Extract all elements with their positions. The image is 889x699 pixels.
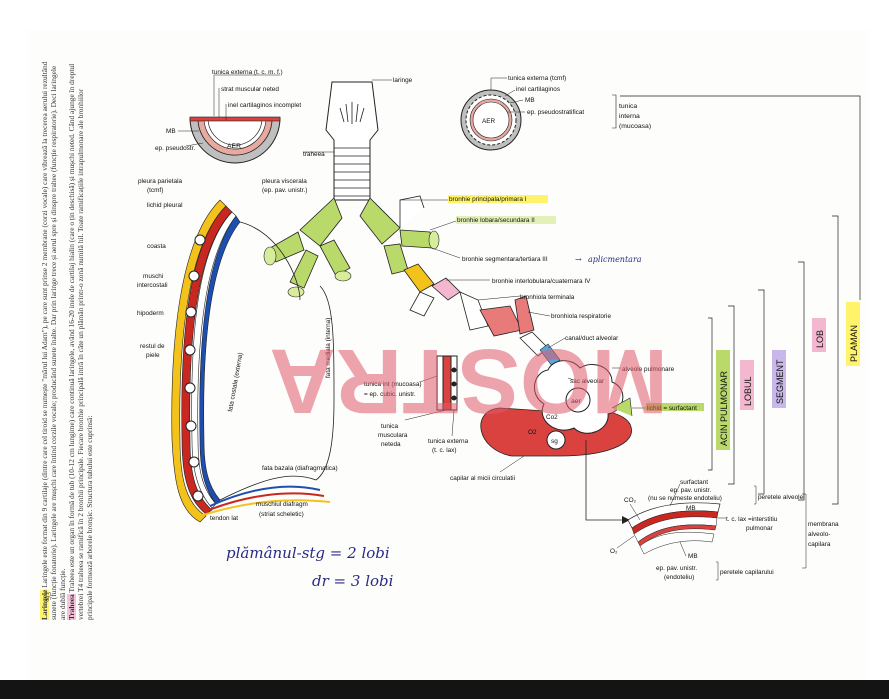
terminal-bronchiole-label: bronhiola terminala xyxy=(520,294,575,301)
trachea-smooth-muscle-label: strat muscular neted xyxy=(221,86,279,93)
visceral-pleura-label-2: (ep. pav. unistr.) xyxy=(262,187,307,194)
bronchiole-muscular-label-1: tunica xyxy=(381,423,398,430)
basal-face-label: fata bazala (diafragmatica) xyxy=(262,465,338,472)
watermark-text: MOSTRA xyxy=(269,330,668,432)
visceral-pleura-label-1: pleura viscerala xyxy=(262,178,307,185)
rest-skin-label-1: restul de xyxy=(140,343,165,350)
trachea-tunica-externa-label: tunica externa (t. c. m. f.) xyxy=(212,69,283,76)
trachea-epithelium-label: ep. pseudostr. xyxy=(155,145,195,152)
alveolus-co2-label: Co2 xyxy=(546,414,558,421)
bronchiole-muscular-label-3: neteda xyxy=(381,441,401,448)
handnote-line-2: dr = 3 lobi xyxy=(312,572,394,590)
pleura-layers: pleura parietala (tcmf) lichid pleural p… xyxy=(137,178,338,523)
membrane-co2-label: CO₂ xyxy=(624,497,637,504)
bronchiole-wall-detail: tunica int (mucoasa) = ep. cubic. unistr… xyxy=(364,355,469,454)
alveolar-sac-label: sac alveolar xyxy=(570,378,605,385)
costal-face-label: fata costala (externa) xyxy=(227,352,244,412)
airway-labels: bronhie principala/primara I bronhie lob… xyxy=(400,195,704,482)
bronchus-cartilage-label: inel cartilaginos xyxy=(516,86,560,93)
lung-label: PLAMAN xyxy=(849,325,859,362)
lobe-label: LOB xyxy=(815,330,825,348)
interlobular-bronchus-label: bronhie interlobulara/cuaternara IV xyxy=(492,278,591,285)
alveolo-capillary-membrane-label-1: membrana xyxy=(808,521,839,528)
handnote-line-1: plămânul-stg = 2 lobi xyxy=(226,544,390,562)
lobule-label: LOBUL xyxy=(743,376,753,406)
larynx-trachea: laringe traheea xyxy=(303,77,413,201)
handwritten-note: plămânul-stg = 2 lobi dr = 3 lobi xyxy=(226,544,394,590)
pulmonary-alveoli-label: alveole pulmonare xyxy=(622,366,675,373)
alveolar-duct-label: canal/duct alveolar xyxy=(565,335,619,342)
membrane-mb-top-label: MB xyxy=(686,505,696,512)
bronchiole-muscular-label-2: musculara xyxy=(378,432,408,439)
alveolus-sg-label: sg xyxy=(551,438,558,445)
lobar-bronchus-label: bronhie lobara/secundara II xyxy=(457,217,535,224)
membrane-interstitium-label-1: t. c. lax =interstitiu xyxy=(726,516,778,523)
membrane-endothelium-label: (endoteliu) xyxy=(664,574,694,581)
capillary-wall-label: peretele capilarului xyxy=(720,569,774,576)
trachea-mb-label: MB xyxy=(166,128,176,135)
membrane-interstitium-label-2: pulmonar xyxy=(746,525,774,532)
trachea-cross-section: AER tunica externa (t. c. m. f.) strat m… xyxy=(155,69,301,164)
alveolar-wall-label: peretele alveolei xyxy=(758,494,805,501)
bronchus-cross-section: AER tunica externa (tcmf) inel cartilagi… xyxy=(460,75,651,151)
bottom-bar xyxy=(0,680,889,699)
diaphragm-label-2: (striat scheletic) xyxy=(259,511,304,518)
membrane-surfactant-label: surfactant xyxy=(680,479,708,486)
parietal-pleura-label-1: pleura parietala xyxy=(138,178,183,185)
primary-bronchus-label: bronhie principala/primara I xyxy=(449,196,527,203)
alveolo-capillary-membrane-label-3: capilara xyxy=(808,541,831,548)
alveolo-capillary-membrane-label-2: alveolo- xyxy=(808,531,830,538)
alveolus-o2-label: O2 xyxy=(528,429,537,436)
bronchus-tunica-interna-label-2: interna xyxy=(619,113,640,120)
membrane-alveolar-epithelium-label: ep. pav. unistr. xyxy=(670,487,711,494)
acinus-label: ACIN PULMONAR xyxy=(719,370,729,446)
hierarchy-labels: ACIN PULMONAR LOBUL SEGMENT LOB PLAMAN xyxy=(716,302,860,450)
capillary-label: capilar al micii circulatii xyxy=(450,475,515,482)
bronchus-tunica-interna-label-1: tunica xyxy=(619,103,637,110)
bronchus-air-label: AER xyxy=(482,118,496,125)
alveolar-sac: aer Co2 O2 sg xyxy=(480,360,633,457)
bronchus-tunica-externa-label: tunica externa (tcmf) xyxy=(508,75,566,82)
bronchiole-tunica-int-label: tunica int (mucoasa) xyxy=(364,381,422,388)
membrane-endothelium-epithelium-label: ep. pav. unistr. xyxy=(656,565,697,572)
trachea-air-label: AER xyxy=(227,143,241,150)
bronchiole-tunica-externa-label-2: (t. c. lax) xyxy=(432,447,457,454)
trachea-label: traheea xyxy=(303,151,325,158)
pleural-fluid-label: lichid pleural xyxy=(147,202,183,209)
trachea-cartilage-ring-label: inel cartilaginos incomplet xyxy=(228,102,301,109)
hypodermis-label: hipoderm xyxy=(137,310,164,317)
parietal-pleura-label-2: (tcmf) xyxy=(147,187,163,194)
bronchiole-epithelium-label: = ep. cubic. unistr. xyxy=(364,391,416,398)
bronchus-mb-label: MB xyxy=(525,97,535,104)
segment-label: SEGMENT xyxy=(775,359,785,404)
muscles-label-2: intercostali xyxy=(137,282,168,289)
segmental-bronchus-label: bronhie segmentara/tertiara III xyxy=(462,256,548,263)
muscles-label-1: muschi xyxy=(143,273,163,280)
tendon-label: tendon lat xyxy=(210,515,238,522)
bronchiole-tunica-externa-label-1: tunica externa xyxy=(428,438,469,445)
alveolus-air-label: aer xyxy=(571,398,582,405)
hierarchy-brackets xyxy=(620,95,861,505)
bronchial-tree xyxy=(263,195,561,367)
handnote-arrow: → xyxy=(575,255,582,264)
bronchus-tunica-interna-label-3: (mucoasa) xyxy=(619,123,651,130)
membrane-mb-bottom-label: MB xyxy=(688,553,698,560)
respiratory-bronchiole-label: bronhiola respiratorie xyxy=(551,313,611,320)
larynx-label: laringe xyxy=(393,77,413,84)
membrane-not-endothelium-label: (nu se numeste endoteliu) xyxy=(648,495,722,502)
alveolo-capillary-membrane: CO₂ O₂ surfactant ep. pav. unistr. (nu s… xyxy=(585,440,839,581)
membrane-o2-label: O₂ xyxy=(610,548,618,555)
surfactant-liquid-label: lichid = surfactant xyxy=(647,405,697,412)
medial-face-label: fata mediala (interna) xyxy=(325,318,332,378)
rest-skin-label-2: piele xyxy=(146,352,160,359)
diaphragm-label-1: muschiul diafragm xyxy=(256,501,308,508)
bronchus-epithelium-label: ep. pseudostratificat xyxy=(527,109,584,116)
handnote-arrow-text: aplicmentara xyxy=(588,255,642,264)
rib-label: coasta xyxy=(147,243,166,250)
